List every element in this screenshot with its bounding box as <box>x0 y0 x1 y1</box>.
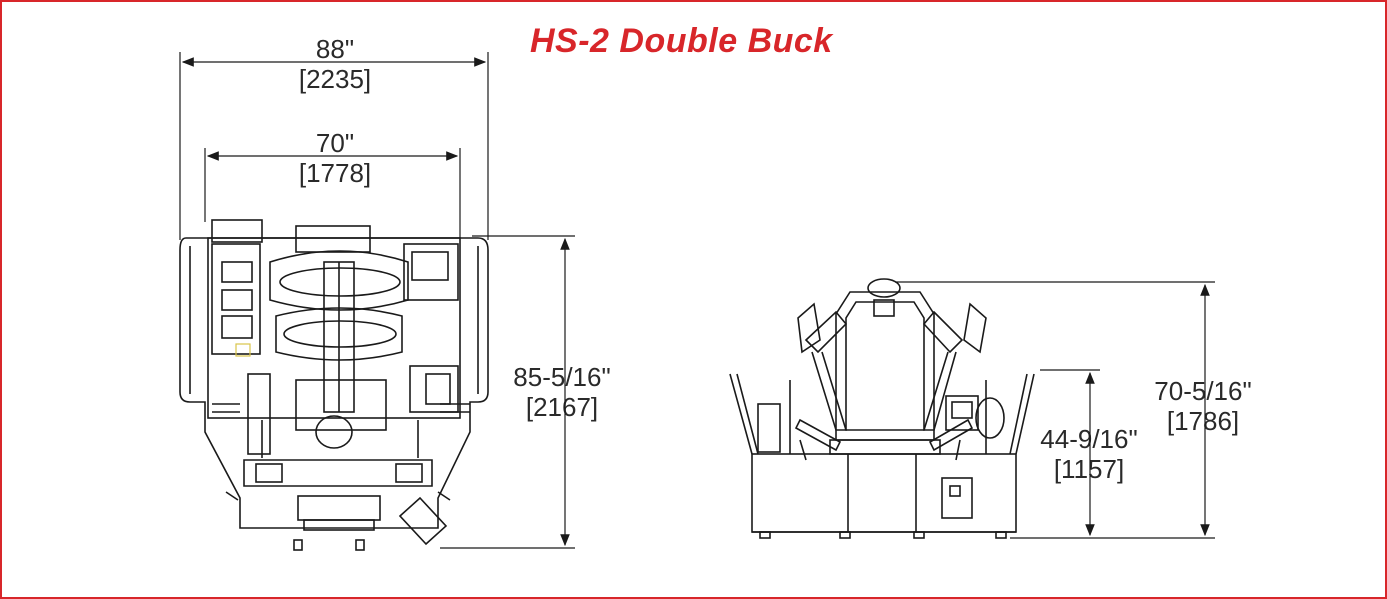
overall-width-metric: [2235] <box>298 64 372 94</box>
machine-front-view <box>729 278 1035 539</box>
dimension-lines-front-view <box>895 281 1215 539</box>
page-title: HS-2 Double Buck <box>530 22 833 60</box>
dimension-lines-top-view <box>179 52 575 549</box>
frame-width-metric: [1778] <box>298 158 372 188</box>
machine-top-view <box>179 219 489 551</box>
highlight-marker <box>235 343 251 357</box>
